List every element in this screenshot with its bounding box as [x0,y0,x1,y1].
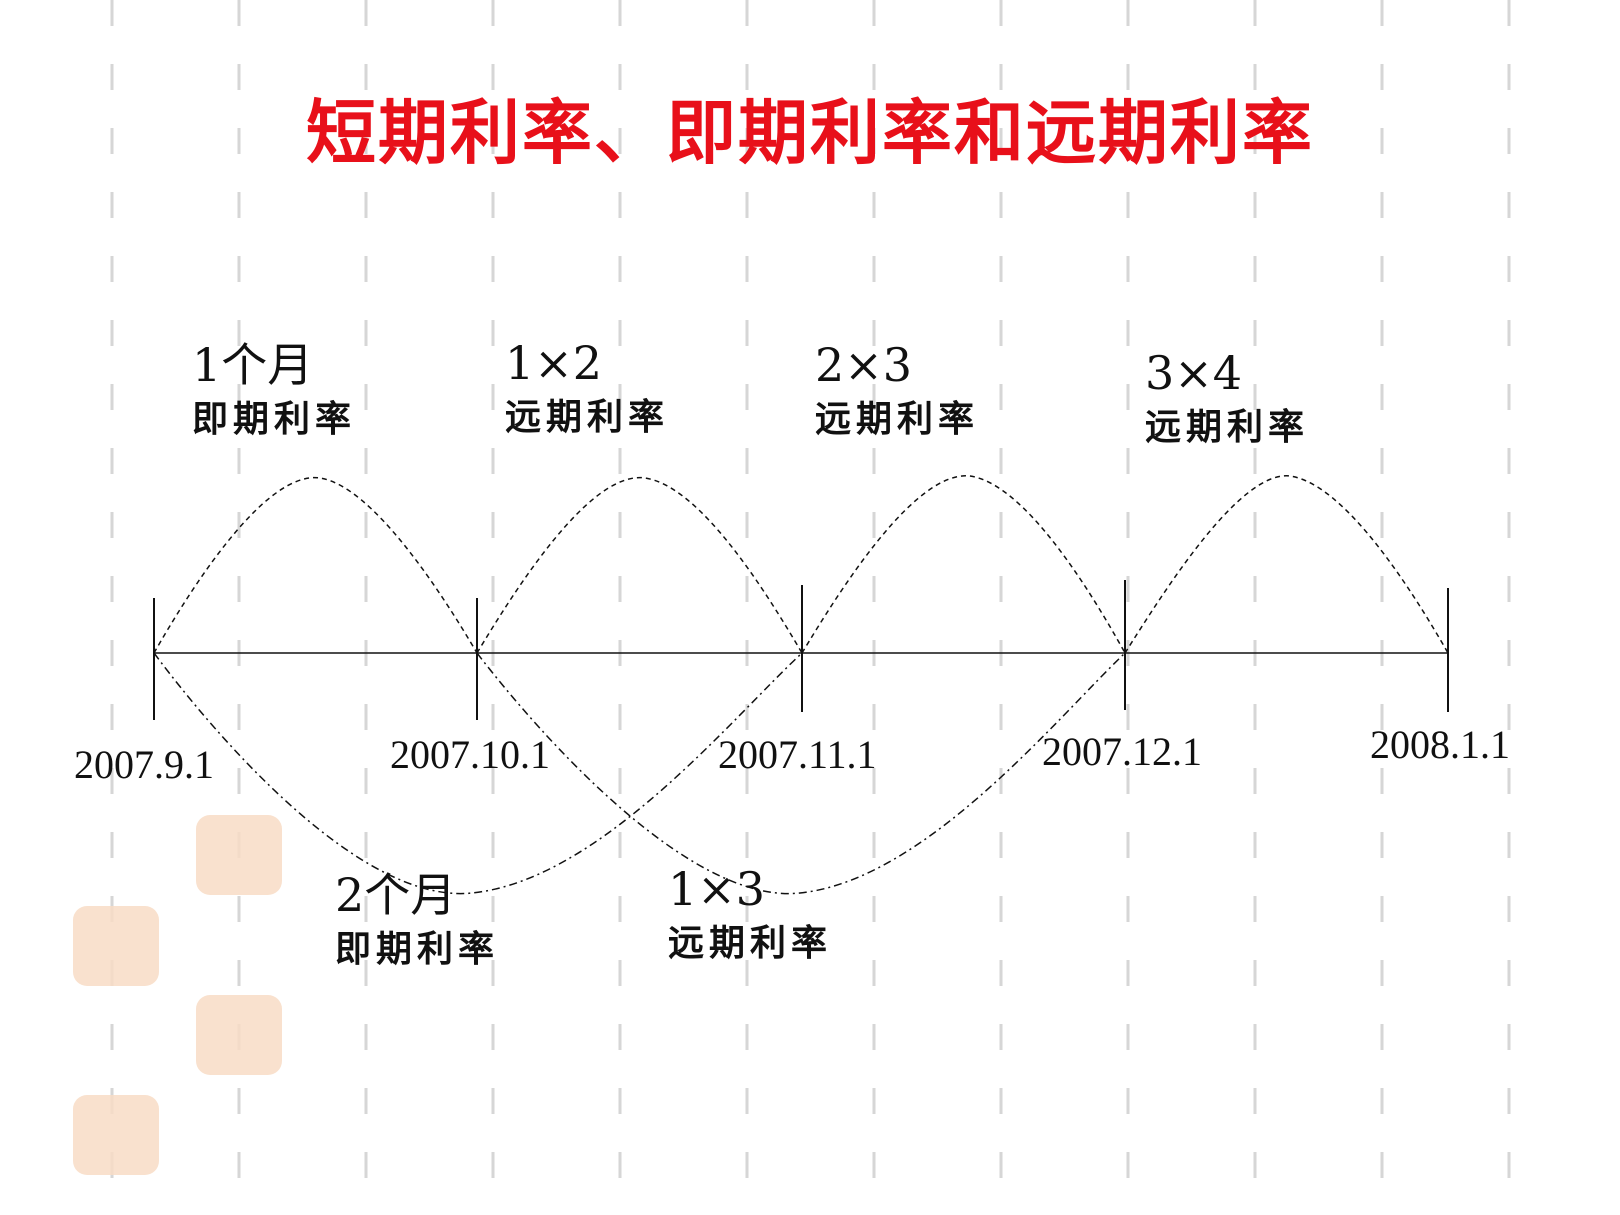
page-title: 短期利率、即期利率和远期利率 [306,92,1314,174]
rate-label: 远期利率 [505,397,670,438]
arc-2x3-forward [801,475,1126,654]
date-label: 2007.10.1 [390,732,550,777]
rate-label: 远期利率 [1145,407,1310,448]
rate-label: 即期利率 [192,399,357,440]
period-label: 1个月 [192,338,314,392]
date-label: 2007.9.1 [74,742,214,787]
decorative-seal-icon [196,995,282,1075]
period-label: 1×2 [505,336,603,390]
rate-label: 远期利率 [668,923,833,964]
decorative-seal-icon [73,906,159,986]
label-1x3-forward: 1×3 远期利率 [668,866,832,962]
label-2-month-spot: 2个月 即期利率 [335,872,499,968]
arc-1x3-forward [476,652,1126,895]
date-label: 2007.11.1 [718,732,877,777]
period-label: 3×4 [1145,346,1243,400]
arc-1-month-spot [153,477,478,654]
date-label: 2007.12.1 [1042,729,1202,774]
period-label: 1×3 [668,862,766,916]
arc-3x4-forward [1124,475,1449,654]
label-2x3-forward: 2×3 远期利率 [815,342,979,438]
rate-label: 即期利率 [335,929,500,970]
label-1x2-forward: 1×2 远期利率 [505,340,669,436]
date-label: 2008.1.1 [1370,722,1510,767]
label-1-month-spot: 1个月 即期利率 [192,342,356,438]
period-label: 2×3 [815,338,913,392]
decorative-seal-icon [73,1095,159,1175]
label-3x4-forward: 3×4 远期利率 [1145,350,1309,446]
arc-2-month-spot [153,652,803,895]
rate-label: 远期利率 [815,399,980,440]
decorative-seal-icon [196,815,282,895]
period-label: 2个月 [335,868,457,922]
arc-1x2-forward [476,477,803,654]
